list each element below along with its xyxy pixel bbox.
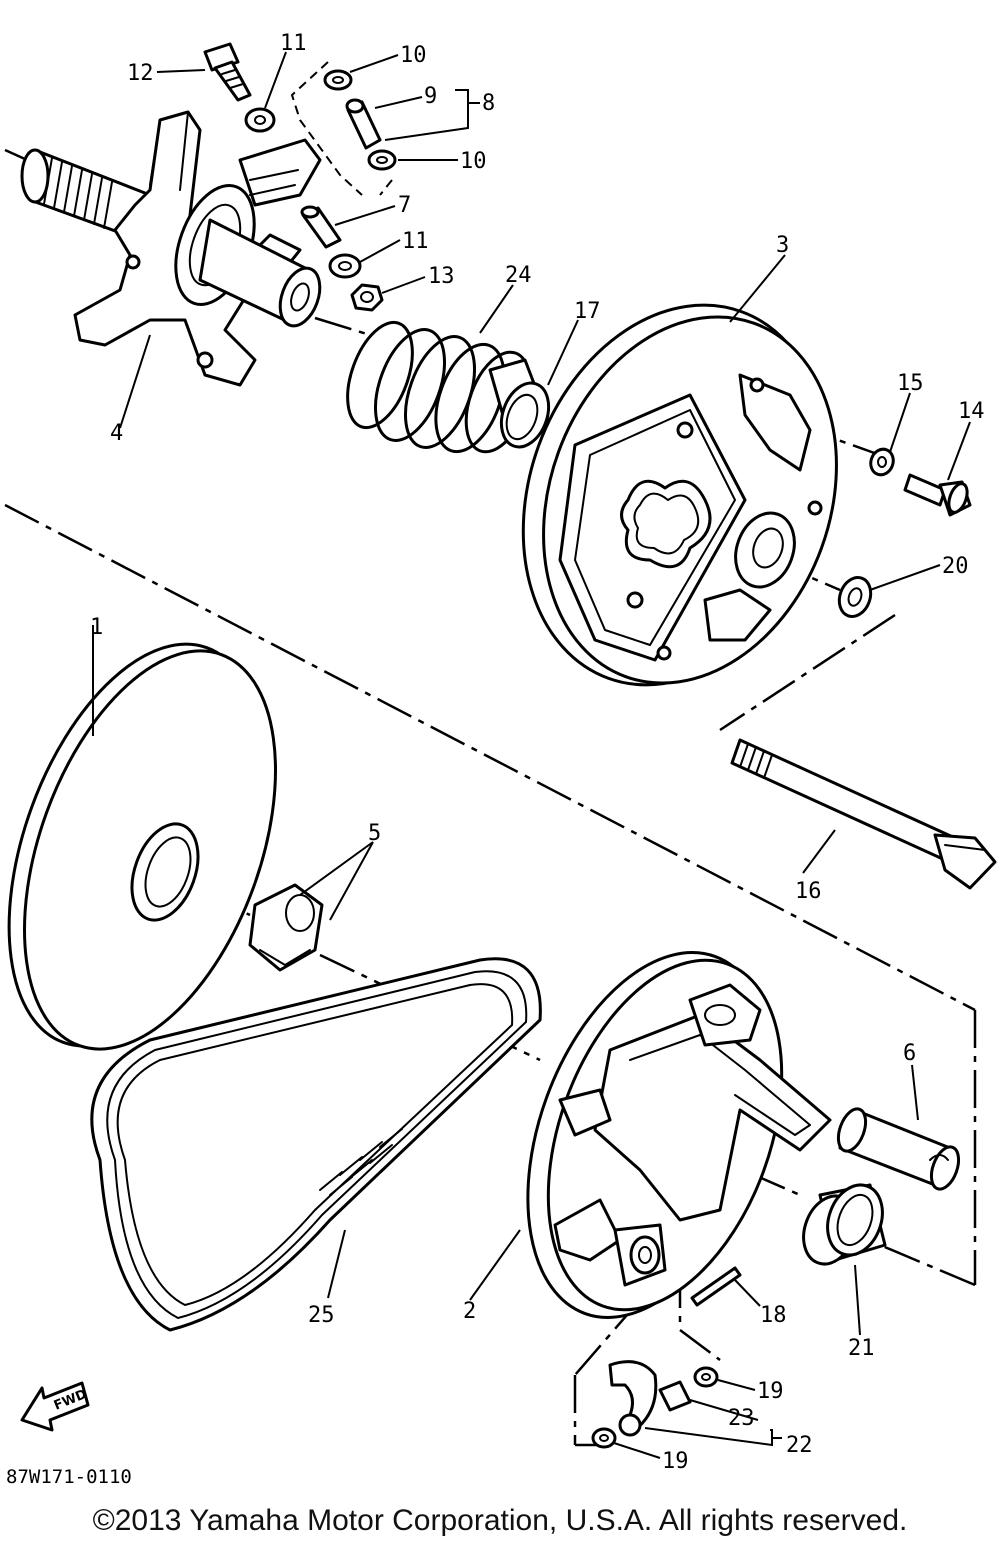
forward-arrow-icon: FWD <box>20 1381 90 1432</box>
drawing-code: 87W171-0110 <box>6 1466 132 1488</box>
clutch-cover-part-3 <box>521 303 838 687</box>
sheave-hub-part-4 <box>20 110 322 387</box>
callout-13: 13 <box>428 264 455 289</box>
leader-lines <box>92 51 971 1459</box>
callout-7: 7 <box>398 193 411 218</box>
bolt-part-12 <box>203 42 252 102</box>
center-lines <box>4 148 977 1447</box>
washer-part-19-lower <box>591 1427 617 1449</box>
callout-19-upper: 19 <box>757 1379 784 1404</box>
callout-1: 1 <box>90 615 103 640</box>
callout-15: 15 <box>897 371 924 396</box>
seal-ring-part-21 <box>802 1183 887 1266</box>
callout-19-lower: 19 <box>662 1449 689 1474</box>
callout-10-upper: 10 <box>400 43 427 68</box>
callout-17: 17 <box>574 299 601 324</box>
sleeve-part-6 <box>836 1107 961 1191</box>
pin-part-7 <box>300 205 342 249</box>
callout-8: 8 <box>482 91 495 116</box>
pin-part-18 <box>690 1266 742 1307</box>
callout-20: 20 <box>942 554 969 579</box>
callout-25: 25 <box>308 1303 335 1328</box>
callout-10-lower: 10 <box>460 149 487 174</box>
bolt-part-14 <box>903 473 972 517</box>
roller-part-23 <box>658 1380 692 1412</box>
copyright-notice: ©2013 Yamaha Motor Corporation, U.S.A. A… <box>92 1504 908 1537</box>
movable-sheave-part-2 <box>526 951 832 1319</box>
callout-5: 5 <box>368 821 381 846</box>
callout-21: 21 <box>848 1336 875 1361</box>
callout-6: 6 <box>903 1041 916 1066</box>
washer-part-20 <box>837 576 873 618</box>
washer-part-15 <box>869 447 895 477</box>
washer-part-10-lower <box>367 149 397 171</box>
long-bolt-part-16 <box>730 738 997 890</box>
callout-24: 24 <box>505 263 532 288</box>
weight-assembly-part-22 <box>608 1360 692 1437</box>
callout-22: 22 <box>786 1433 813 1458</box>
callout-23: 23 <box>728 1406 755 1431</box>
washer-part-19-upper <box>693 1366 719 1388</box>
callout-18: 18 <box>760 1303 787 1328</box>
washer-part-11-lower <box>328 253 362 279</box>
sheave-part-1 <box>7 642 277 1051</box>
washer-part-11-upper <box>244 107 276 133</box>
roller-assembly-part-8 <box>290 61 397 196</box>
callout-11-upper: 11 <box>280 31 307 56</box>
callouts: 1 2 3 4 5 6 7 8 9 10 10 11 11 12 13 14 1… <box>90 31 985 1474</box>
callout-12: 12 <box>127 61 154 86</box>
nut-part-13 <box>350 283 384 312</box>
callout-11-lower: 11 <box>402 229 429 254</box>
callout-4: 4 <box>110 421 123 446</box>
callout-14: 14 <box>958 399 985 424</box>
callout-3: 3 <box>776 233 789 258</box>
washer-part-10-upper <box>323 69 353 91</box>
callout-2: 2 <box>463 1299 476 1324</box>
callout-16: 16 <box>795 879 822 904</box>
v-belt-part-25 <box>90 957 542 1332</box>
slide-bushing-part-5 <box>248 883 324 972</box>
callout-9: 9 <box>424 84 437 109</box>
